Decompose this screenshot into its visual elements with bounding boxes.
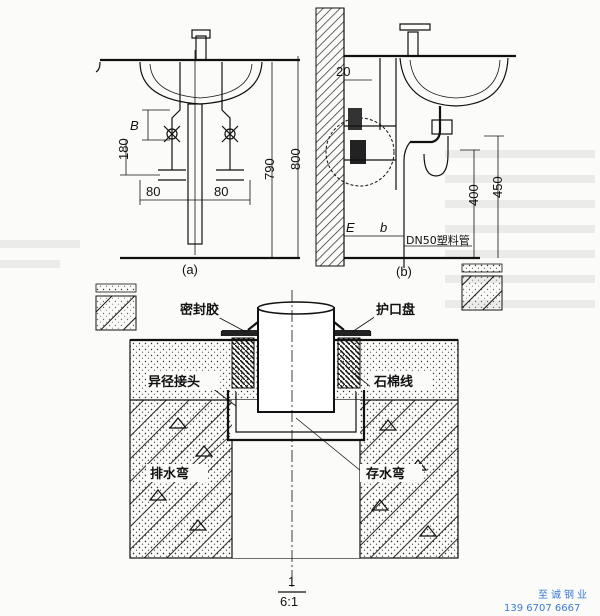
figure-b: 20 E b 400 450 DN50塑料管 (b) xyxy=(315,7,516,279)
dim-20: 20 xyxy=(336,64,350,79)
dim-400: 400 xyxy=(466,184,481,206)
scale-ratio: 6:1 xyxy=(280,594,298,609)
watermark-phone: 139 6707 6667 xyxy=(504,603,580,614)
dim-180: 180 xyxy=(116,138,131,160)
dim-790: 790 xyxy=(262,158,277,180)
dim-80-left: 80 xyxy=(146,184,160,199)
background-ghosting xyxy=(0,150,595,308)
watermark: 至诚钢业 139 6707 6667 xyxy=(504,588,590,614)
legend-swatches xyxy=(95,263,503,331)
dim-800: 800 xyxy=(288,148,303,170)
dim-e: E xyxy=(346,220,355,235)
dim-b-small: b xyxy=(380,220,387,235)
label-reducer: 异径接头 xyxy=(148,374,200,390)
dim-b: B xyxy=(130,118,139,133)
label-dn50-pipe: DN50塑料管 xyxy=(406,233,470,247)
dim-450: 450 xyxy=(490,176,505,198)
section-detail: 密封胶 护口盘 异径接头 石棉线 排水弯 存水弯 1 6:1 xyxy=(129,290,459,609)
label-guard-plate: 护口盘 xyxy=(376,302,415,318)
valve-left xyxy=(163,125,181,143)
label-trap: 存水弯 xyxy=(366,466,405,482)
label-drain-bend: 排水弯 xyxy=(150,466,189,482)
caption-b: (b) xyxy=(396,264,412,279)
dim-80-right: 80 xyxy=(214,184,228,199)
figure-a: B 180 80 80 790 800 (a) xyxy=(95,29,303,277)
label-sealant: 密封胶 xyxy=(179,302,219,318)
scale-number: 1 xyxy=(288,574,295,589)
label-asbestos: 石棉线 xyxy=(373,374,413,390)
watermark-company: 至诚钢业 xyxy=(538,588,590,601)
caption-a: (a) xyxy=(182,262,198,277)
valve-right xyxy=(221,125,239,143)
